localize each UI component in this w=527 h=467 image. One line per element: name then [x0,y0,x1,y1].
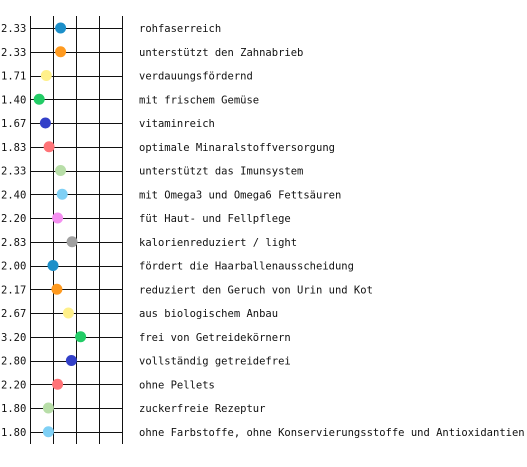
value-label: 2.33 [1,23,26,35]
category-label: ohne Pellets [139,379,215,391]
category-label: verdauungsfördernd [139,71,253,83]
value-label: 3.20 [1,332,26,344]
rating-dot [52,212,64,224]
category-label: rohfaserreich [139,23,221,35]
value-label: 2.83 [1,237,26,249]
value-label: 2.20 [1,379,26,391]
category-label: reduziert den Geruch von Urin und Kot [139,284,373,296]
value-label: 1.80 [1,403,26,415]
rating-dot [66,236,78,248]
rating-dot [55,46,67,58]
rating-dot [56,188,68,200]
value-label: 1.40 [1,94,26,106]
value-label: 2.33 [1,47,26,59]
category-label: optimale Minaralstoffversorgung [139,142,335,154]
value-labels: 2.33 2.33 1.71 1.40 1.67 1.83 2.33 2.40 2.20 2.83… [1,23,26,439]
category-label: vollständig getreidefrei [139,356,291,368]
category-label: kalorienreduziert / light [139,237,297,249]
value-label: 2.80 [1,356,26,368]
category-label: füt Haut- und Fellpflege [139,213,291,225]
category-label: ohne Farbstoffe, ohne Konservierungsstof… [139,427,525,439]
value-label: 1.80 [1,427,26,439]
rating-dot [51,283,63,295]
grid [30,16,123,444]
rating-dot [39,117,51,129]
category-label: mit frischem Gemüse [139,94,259,106]
rating-dot [42,402,54,414]
value-label: 1.71 [1,71,26,83]
category-label: frei von Getreidekörnern [139,332,291,344]
value-label: 2.00 [1,261,26,273]
category-labels: rohfaserreich unterstützt den Zahnabrieb v… [139,23,525,439]
category-label: zuckerfreie Rezeptur [139,403,265,415]
category-label: unterstützt den Zahnabrieb [139,47,303,59]
rating-dot [33,93,45,105]
category-label: vitaminreich [139,118,215,130]
value-label: 2.20 [1,213,26,225]
rating-dot [55,165,67,176]
rating-dot [40,70,52,81]
value-label: 2.17 [1,284,26,296]
category-label: aus biologischem Anbau [139,308,278,320]
category-label: mit Omega3 und Omega6 Fettsäuren [139,189,341,201]
value-label: 2.40 [1,189,26,201]
category-label: unterstützt das Imunsystem [139,166,303,178]
value-label: 1.83 [1,142,26,154]
category-label: fördert die Haarballenausscheidung [139,261,354,273]
rating-dot [43,141,55,153]
rating-dot [52,378,64,390]
value-label: 2.67 [1,308,26,320]
rating-dot [42,426,54,438]
rating-dots [33,22,87,438]
value-label: 2.33 [1,166,26,178]
rating-dot [47,260,59,271]
rating-dot [55,22,67,34]
value-label: 1.67 [1,118,26,130]
rating-dot [65,355,77,366]
rating-dot [62,307,74,319]
rating-dot [75,331,87,343]
